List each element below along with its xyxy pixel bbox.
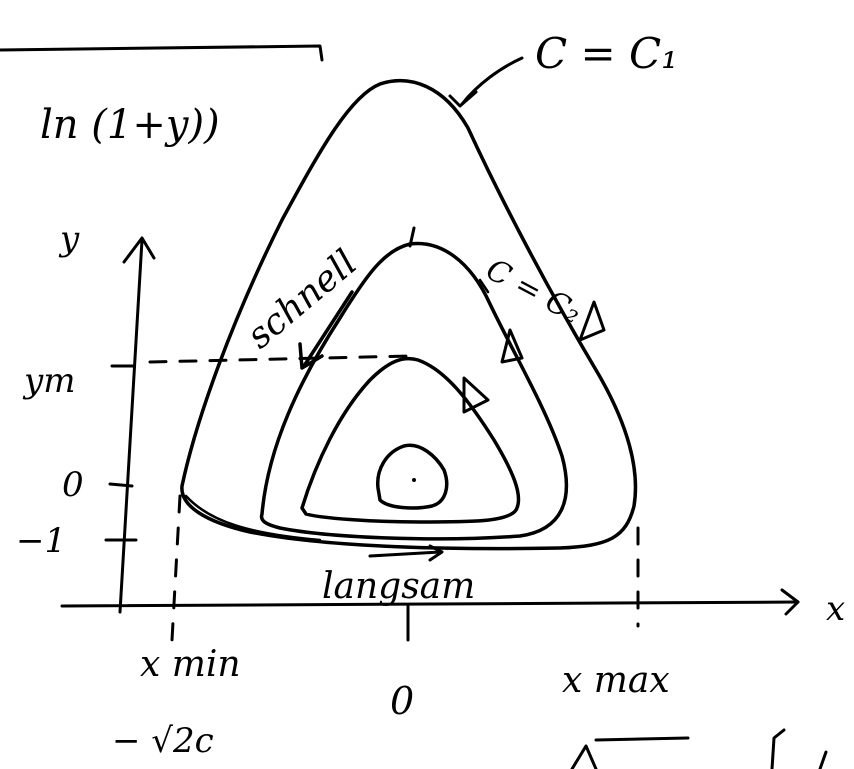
c1-label: C = C₁ <box>535 29 678 78</box>
log-term-label: ln (1+y)) <box>40 102 220 148</box>
x-axis-label: x <box>826 589 845 629</box>
y-m-label: ym <box>22 361 75 401</box>
slow-arrow-shaft <box>368 550 442 558</box>
direction-arrow-inner <box>462 376 490 414</box>
direction-arrow-c2 <box>500 328 524 364</box>
x-max-label: x max <box>562 660 670 701</box>
x-min-label: x min <box>140 644 241 685</box>
x-axis-arrowhead <box>780 588 800 616</box>
orbit-inner <box>300 356 521 524</box>
slow-label: langsam <box>322 566 475 607</box>
overline-fragment <box>0 44 324 62</box>
tick-y-zero <box>108 482 134 488</box>
cutoff-overline-fragment <box>594 736 690 742</box>
x-min-guide-line <box>170 494 182 642</box>
orbit-c2 <box>259 241 569 541</box>
fast-arrow-shaft <box>302 290 354 368</box>
slow-arrow-head <box>428 544 444 562</box>
y-minus-one-label: −1 <box>16 521 66 561</box>
orbit-c1 <box>180 79 638 551</box>
y-axis-label: y <box>58 219 80 259</box>
orbit-innermost <box>376 443 449 510</box>
neg-sqrt-label: − √2c <box>112 721 214 761</box>
cutoff-sqrt-fragment <box>570 744 598 769</box>
cutoff-digit-fragment <box>818 750 828 769</box>
x-zero-label: 0 <box>390 679 414 723</box>
orbit-c1-overstroke <box>184 494 322 542</box>
c1-pointer-arrowhead <box>448 90 478 108</box>
y-m-guide-line <box>148 354 412 364</box>
y-zero-label: 0 <box>62 465 84 505</box>
x-axis <box>60 600 800 608</box>
c2-pointer <box>478 278 490 294</box>
y-axis-arrowhead <box>122 236 156 264</box>
orbit-c2-tick <box>408 226 416 248</box>
cutoff-bracket-fragment <box>770 728 786 769</box>
equilibrium-point <box>412 478 416 482</box>
fast-arrow-head <box>298 342 324 370</box>
y-axis <box>118 238 144 614</box>
direction-arrow-c1 <box>578 300 606 342</box>
